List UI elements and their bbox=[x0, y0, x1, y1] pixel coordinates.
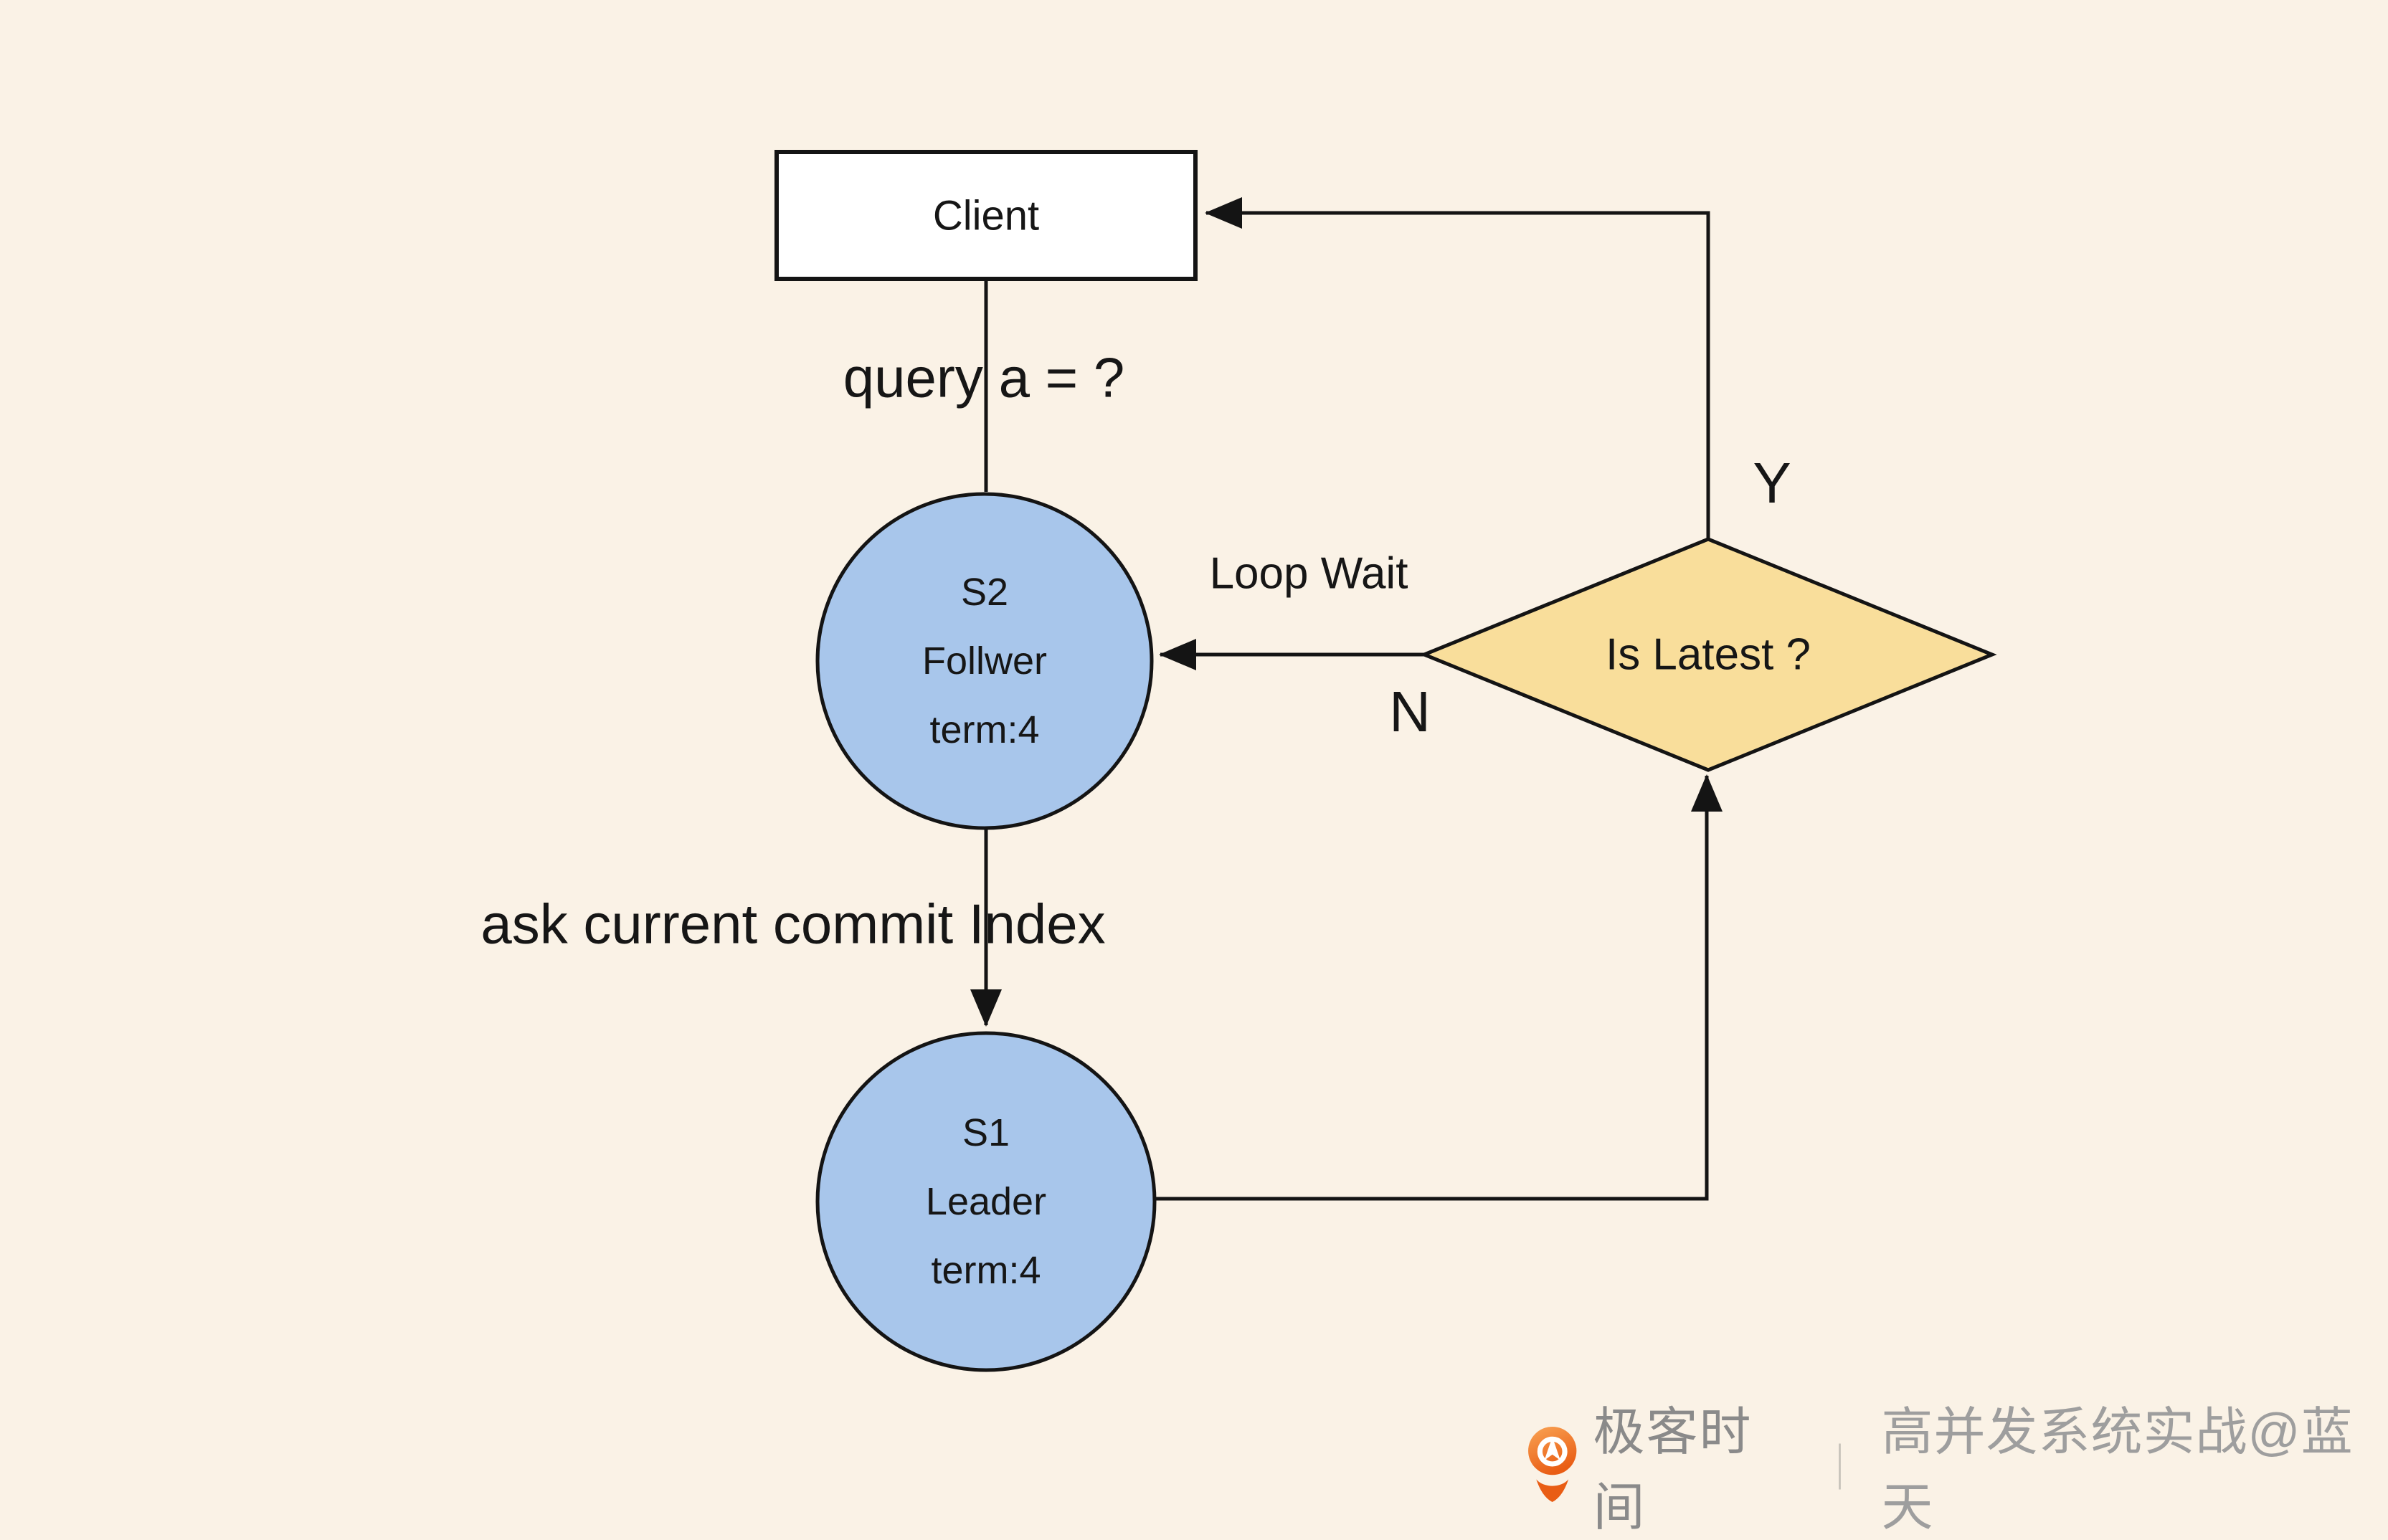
yes-branch-label: Y bbox=[1753, 450, 1791, 516]
watermark-credit: 高并发系统实战@蓝天 bbox=[1882, 1389, 2388, 1540]
s2-node-label: S2 Follwer term:4 bbox=[922, 558, 1047, 764]
edge-s1-to-decision bbox=[1153, 776, 1707, 1199]
s1-node-role: Leader bbox=[926, 1167, 1046, 1236]
s1-node-name: S1 bbox=[926, 1098, 1046, 1167]
no-branch-label: N bbox=[1389, 679, 1431, 745]
s1-node-label: S1 Leader term:4 bbox=[926, 1098, 1046, 1305]
s1-node-term: term:4 bbox=[926, 1236, 1046, 1305]
watermark-separator: ｜ bbox=[1813, 1432, 1867, 1498]
watermark-brand: 极客时间 bbox=[1593, 1389, 1798, 1540]
s2-node-role: Follwer bbox=[922, 627, 1047, 695]
ask-commit-edge-label: ask current commit Index bbox=[480, 892, 1105, 957]
client-box-label: Client bbox=[933, 192, 1039, 240]
loop-wait-label: Loop Wait bbox=[1210, 548, 1408, 599]
s2-node-term: term:4 bbox=[922, 695, 1047, 764]
decision-label: Is Latest ? bbox=[1606, 629, 1811, 680]
watermark: 极客时间 ｜ 高并发系统实战@蓝天 bbox=[1526, 1418, 2388, 1511]
geektime-logo-icon bbox=[1526, 1425, 1578, 1504]
query-edge-label: query a = ? bbox=[843, 346, 1124, 411]
s2-node-name: S2 bbox=[922, 558, 1047, 627]
edge-decision-yes-to-client bbox=[1206, 213, 1708, 539]
